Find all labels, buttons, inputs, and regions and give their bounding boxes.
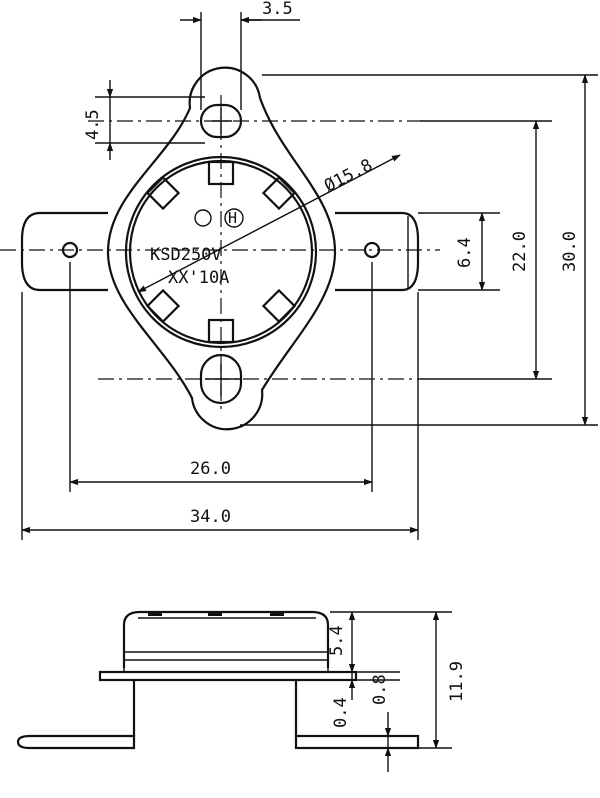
dim-overall-height: 30.0 xyxy=(560,231,580,272)
dim-overall-width: 34.0 xyxy=(190,507,231,527)
side-view xyxy=(16,610,420,750)
dim-total-height: 11.9 xyxy=(447,661,467,702)
mounting-flange xyxy=(106,66,337,431)
left-terminal xyxy=(20,211,108,292)
dim-ear-hole-height: 4.5 xyxy=(83,109,103,140)
marking-line-1: KSD250V xyxy=(150,245,222,265)
side-mounting-plate xyxy=(98,670,358,682)
side-view-dimensions: 5.4 0.8 0.4 11.9 xyxy=(327,611,467,772)
side-cap xyxy=(122,610,330,668)
certification-logo-1 xyxy=(194,209,212,227)
side-left-terminal xyxy=(16,734,136,750)
top-view-dimensions: 3.5 4.5 6.4 22.0 30.0 26.0 34.0 xyxy=(21,0,598,540)
dim-terminal-width: 6.4 xyxy=(455,237,475,268)
diameter-leader xyxy=(137,154,401,293)
right-terminal xyxy=(335,211,420,292)
dim-terminal-hole-spacing: 26.0 xyxy=(190,459,231,479)
svg-text:H: H xyxy=(228,209,237,227)
dim-hole-spacing: 22.0 xyxy=(510,231,530,272)
dim-body-diameter: Ø15.8 xyxy=(321,155,376,196)
dim-cap-height: 5.4 xyxy=(327,625,347,656)
top-view: H KSD250V XX'10A Ø15.8 xyxy=(0,66,440,431)
right-terminal-hole xyxy=(363,241,381,259)
dim-plate-thickness: 0.8 xyxy=(370,674,390,705)
dim-terminal-thickness: 0.4 xyxy=(331,697,351,728)
side-right-terminal xyxy=(294,734,420,750)
dim-ear-hole-width: 3.5 xyxy=(262,0,293,19)
